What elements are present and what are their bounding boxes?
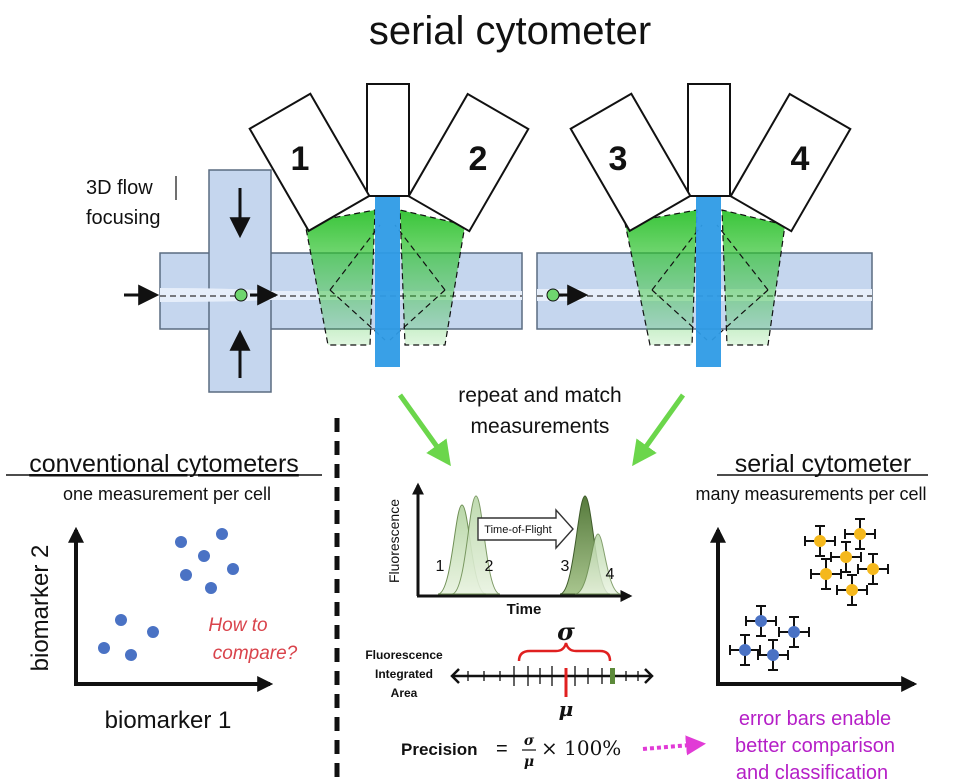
fraction-numerator: σ: [524, 733, 535, 749]
peak-label-2: 2: [485, 558, 494, 575]
scatter-point: [98, 642, 110, 654]
error-bar-point: [757, 639, 789, 671]
magenta-arrow: [642, 735, 706, 756]
tof-label: Time-of-Flight: [484, 524, 551, 536]
detector-label-3: 3: [609, 140, 628, 178]
detector-1: [248, 92, 371, 233]
note-line2: better comparison: [735, 735, 895, 757]
focus-label-line1: 3D flow: [86, 177, 153, 199]
detector-4: [729, 92, 852, 233]
diagram-title: serial cytometer: [369, 9, 651, 53]
laser-source-2: [687, 83, 731, 197]
scatter-point: [198, 550, 210, 562]
integrated-label-line3: Area: [391, 686, 418, 700]
sigma-symbol: σ: [557, 617, 575, 646]
peak-label-1: 1: [436, 558, 445, 575]
scatter-point: [147, 626, 159, 638]
left-subheading: one measurement per cell: [63, 484, 271, 504]
error-bar-point: [836, 574, 868, 606]
fraction-denominator: μ: [524, 754, 534, 770]
precision-eq: =: [496, 738, 508, 760]
left-ylabel: biomarker 2: [27, 545, 54, 672]
detector-label-4: 4: [791, 140, 810, 178]
note-line3: and classification: [736, 762, 888, 783]
peak-2: [451, 495, 501, 595]
center-xlabel: Time: [507, 601, 542, 618]
laser-source-1: [366, 83, 410, 197]
repeat-label-line1: repeat and match: [458, 384, 621, 407]
error-bar-point: [729, 634, 761, 666]
right-heading: serial cytometer: [735, 450, 911, 478]
peak-label-4: 4: [606, 566, 615, 583]
note-line1: error bars enable: [739, 708, 891, 730]
left-scatter-points: [98, 528, 239, 661]
left-xlabel: biomarker 1: [105, 707, 232, 734]
focus-label-line2: focusing: [86, 207, 161, 229]
tof-arrow: [477, 508, 574, 550]
scatter-point: [180, 569, 192, 581]
peak-4: [574, 533, 622, 595]
detector-2: [407, 92, 530, 233]
peak-label-3: 3: [561, 558, 570, 575]
detection-zone-right: 3 4: [569, 83, 852, 367]
scatter-point: [216, 528, 228, 540]
question-line1: How to: [208, 615, 267, 636]
green-arrow-left: [397, 393, 451, 467]
center-ylabel: Fluorescence: [386, 499, 402, 583]
laser-beam-1: [375, 195, 400, 367]
error-bar-point: [857, 553, 889, 585]
error-bar-point: [804, 525, 836, 557]
precision-rest: × 100%: [541, 736, 621, 760]
sigma-brace: [517, 642, 612, 662]
scatter-point: [125, 649, 137, 661]
right-subheading: many measurements per cell: [695, 484, 926, 504]
detector-3: [569, 92, 692, 233]
error-bar-point: [810, 558, 842, 590]
integrated-label-line1: Fluorescence: [365, 648, 443, 662]
laser-beam-2: [696, 195, 721, 367]
detector-label-1: 1: [291, 140, 310, 178]
cell: [234, 288, 248, 302]
question-line2: compare?: [213, 643, 298, 664]
error-bar-point: [844, 518, 876, 550]
area-ticks: [467, 666, 639, 686]
repeat-label-line2: measurements: [471, 415, 610, 438]
scatter-point: [175, 536, 187, 548]
left-heading: conventional cytometers: [29, 450, 299, 478]
integrated-label-line2: Integrated: [375, 667, 433, 681]
scatter-point: [205, 582, 217, 594]
right-panel: serial cytometer many measurements per c…: [695, 450, 928, 783]
center-panel: Fluorescence Time Time-of-Flight 1 2 3 4…: [365, 482, 706, 770]
cell-2: [546, 288, 560, 302]
precision-label: Precision: [401, 740, 478, 759]
mu-symbol: μ: [559, 697, 574, 721]
detection-zone-left: 1 2: [248, 83, 530, 367]
scatter-point: [227, 563, 239, 575]
left-panel: conventional cytometers one measurement …: [6, 450, 322, 734]
error-bar-point: [830, 541, 862, 573]
error-bar-points: [729, 518, 889, 671]
error-bar-point: [745, 605, 777, 637]
detector-label-2: 2: [469, 140, 488, 178]
green-arrow-right: [632, 393, 686, 467]
error-bar-point: [778, 616, 810, 648]
scatter-point: [115, 614, 127, 626]
